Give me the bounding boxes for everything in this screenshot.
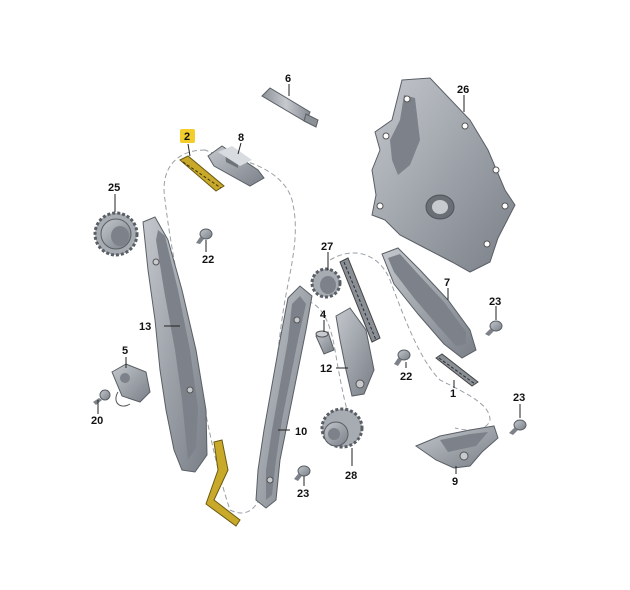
label-12: 12 xyxy=(320,363,332,375)
label-9: 9 xyxy=(452,476,458,488)
label-8: 8 xyxy=(238,132,244,144)
label-2: 2 xyxy=(184,131,190,143)
chain-segment-lower xyxy=(205,439,241,527)
label-27: 27 xyxy=(321,241,333,253)
label-2-highlight xyxy=(180,129,195,143)
label-25: 25 xyxy=(108,182,120,194)
label-4: 4 xyxy=(320,309,327,321)
bolt-22-left xyxy=(196,228,213,244)
label-13: 13 xyxy=(139,321,151,333)
label-22-left: 22 xyxy=(202,254,214,266)
label-5: 5 xyxy=(122,345,128,357)
intermediate-sprocket xyxy=(320,407,364,449)
label-23-lower: 23 xyxy=(297,488,309,500)
tensioner-rail-small xyxy=(335,307,375,397)
guide-rail-center xyxy=(255,285,313,509)
timing-cover xyxy=(371,77,516,273)
leader-lines xyxy=(97,84,521,486)
chain-path-cam xyxy=(299,299,351,421)
label-22-right: 22 xyxy=(400,371,412,383)
chain-path-lower xyxy=(329,252,491,431)
chain-tensioner xyxy=(111,363,151,407)
guide-rail-right xyxy=(381,247,477,359)
chain-oil-pump xyxy=(435,353,479,387)
label-20: 20 xyxy=(91,415,103,427)
chain-cam-upper xyxy=(339,257,381,343)
chain-segment-highlighted xyxy=(179,155,225,192)
bolt-22-right xyxy=(394,349,411,366)
oil-pump-tensioner xyxy=(414,425,499,469)
bolt-23-lower xyxy=(294,465,311,481)
label-26: 26 xyxy=(457,84,469,96)
tensioner-guide-rail xyxy=(142,216,208,473)
balance-shaft-sprocket xyxy=(310,267,342,299)
pin-4 xyxy=(315,330,335,355)
label-1: 1 xyxy=(450,388,456,400)
crank-sprocket xyxy=(93,211,139,257)
part-labels: 6 8 2 26 25 22 27 7 23 13 4 5 12 22 1 20… xyxy=(91,73,525,500)
bolt-23-right xyxy=(509,419,527,435)
label-6: 6 xyxy=(285,73,291,85)
label-10: 10 xyxy=(295,426,307,438)
tensioner-slider xyxy=(207,145,265,187)
sealant-tube xyxy=(261,87,319,128)
bolt-20 xyxy=(93,389,111,405)
label-23-right: 23 xyxy=(513,392,525,404)
label-7: 7 xyxy=(444,277,450,289)
label-28: 28 xyxy=(345,470,357,482)
label-23-mid: 23 xyxy=(489,296,501,308)
bolt-23-mid xyxy=(485,320,503,336)
